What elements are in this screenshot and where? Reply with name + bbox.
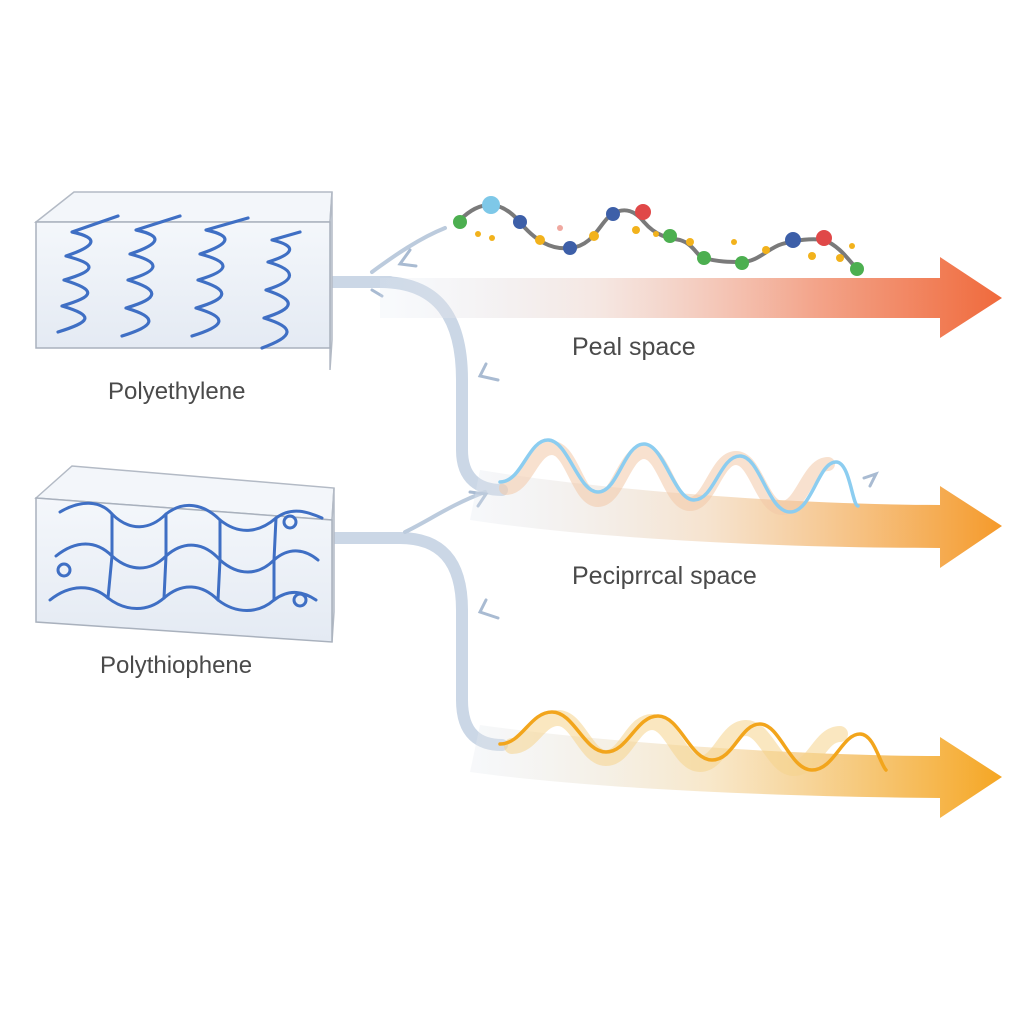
third-band-wave — [498, 709, 888, 777]
chain-sparkles — [475, 225, 855, 262]
sparkle — [686, 238, 694, 246]
pt-link-1 — [106, 512, 114, 600]
atom — [606, 207, 620, 221]
pt-loop-2 — [282, 514, 298, 530]
pe-chain-1 — [56, 214, 120, 334]
reciprocal-space-label: Peciprrcal space — [572, 562, 757, 590]
polyethylene-label: Polyethylene — [108, 378, 246, 405]
pe-chain-2 — [120, 214, 182, 338]
sparkle — [653, 231, 659, 237]
chain-atoms — [453, 196, 864, 276]
polyethylene-box — [33, 191, 333, 371]
box-front-face — [35, 497, 333, 643]
pt-loop-3 — [292, 592, 308, 608]
sparkle — [535, 235, 545, 245]
pe-chain-3 — [190, 216, 250, 338]
atom — [563, 241, 577, 255]
pt-loop-1 — [56, 562, 72, 578]
sparkle — [762, 246, 770, 254]
arrowhead-6 — [862, 471, 879, 488]
atom — [850, 262, 864, 276]
atom — [785, 232, 801, 248]
sparkle — [836, 254, 844, 262]
sparkle — [849, 243, 855, 249]
polythiophene-label: Polythiophene — [100, 652, 253, 679]
connector-pe-up — [370, 226, 447, 274]
atom — [635, 204, 651, 220]
atom — [816, 230, 832, 246]
arrowhead-4 — [477, 598, 500, 620]
atom — [513, 215, 527, 229]
sine-wave-icon — [498, 710, 888, 772]
sparkle — [557, 225, 563, 231]
sparkle — [489, 235, 495, 241]
atom — [735, 256, 749, 270]
sparkle — [808, 252, 816, 260]
wave-shadow — [504, 709, 848, 777]
reciprocal-wave — [498, 438, 860, 516]
arrow-right-icon — [470, 470, 1002, 568]
pt-link-3 — [216, 518, 222, 602]
sine-wave-icon — [498, 438, 860, 514]
sparkle — [589, 231, 599, 241]
atom — [697, 251, 711, 265]
pt-link-4 — [272, 516, 278, 602]
polymer-chain-icon — [48, 501, 324, 612]
polymer-chain-icon — [56, 214, 302, 350]
real-space-chain — [453, 196, 864, 276]
arrow-right-icon — [380, 257, 1002, 338]
pe-chain-4 — [260, 230, 302, 350]
atom — [482, 196, 500, 214]
atom — [453, 215, 467, 229]
arrowhead-1 — [397, 248, 418, 268]
pt-link-2 — [162, 512, 168, 600]
arrow-reciprocal-space — [470, 470, 1002, 568]
connector-pt-to-recip — [324, 532, 508, 751]
arrow-right-icon — [470, 725, 1002, 818]
sparkle — [632, 226, 640, 234]
polythiophene-box — [34, 465, 335, 643]
arrow-third-band — [470, 725, 1002, 818]
box-top-face — [33, 191, 333, 223]
sparkle — [731, 239, 737, 245]
real-space-label: Peal space — [572, 333, 696, 361]
arrow-real-space — [380, 257, 1002, 338]
atom — [663, 229, 677, 243]
arrowhead-3 — [477, 362, 500, 382]
sparkle — [475, 231, 481, 237]
